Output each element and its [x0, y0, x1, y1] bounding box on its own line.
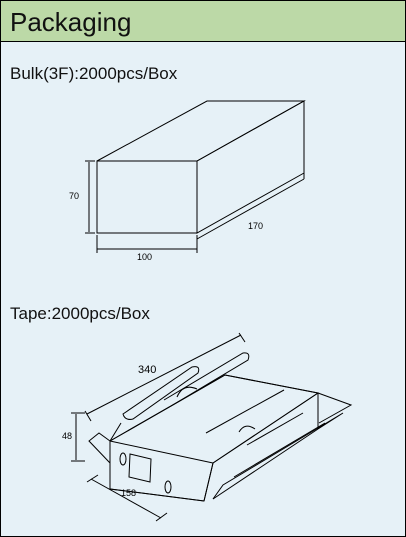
header-bar: Packaging: [1, 1, 405, 42]
bulk-length-label: 170: [248, 221, 263, 231]
page-title: Packaging: [10, 7, 132, 37]
tape-height-label: 48: [62, 431, 72, 441]
bulk-section-label: Bulk(3F):2000pcs/Box: [10, 64, 178, 83]
bulk-height-label: 70: [69, 191, 79, 201]
bulk-width-label: 100: [137, 252, 152, 262]
tape-section-label: Tape:2000pcs/Box: [10, 304, 150, 323]
tape-width-label: 158: [121, 488, 136, 498]
tape-length-label: 340: [138, 364, 156, 376]
